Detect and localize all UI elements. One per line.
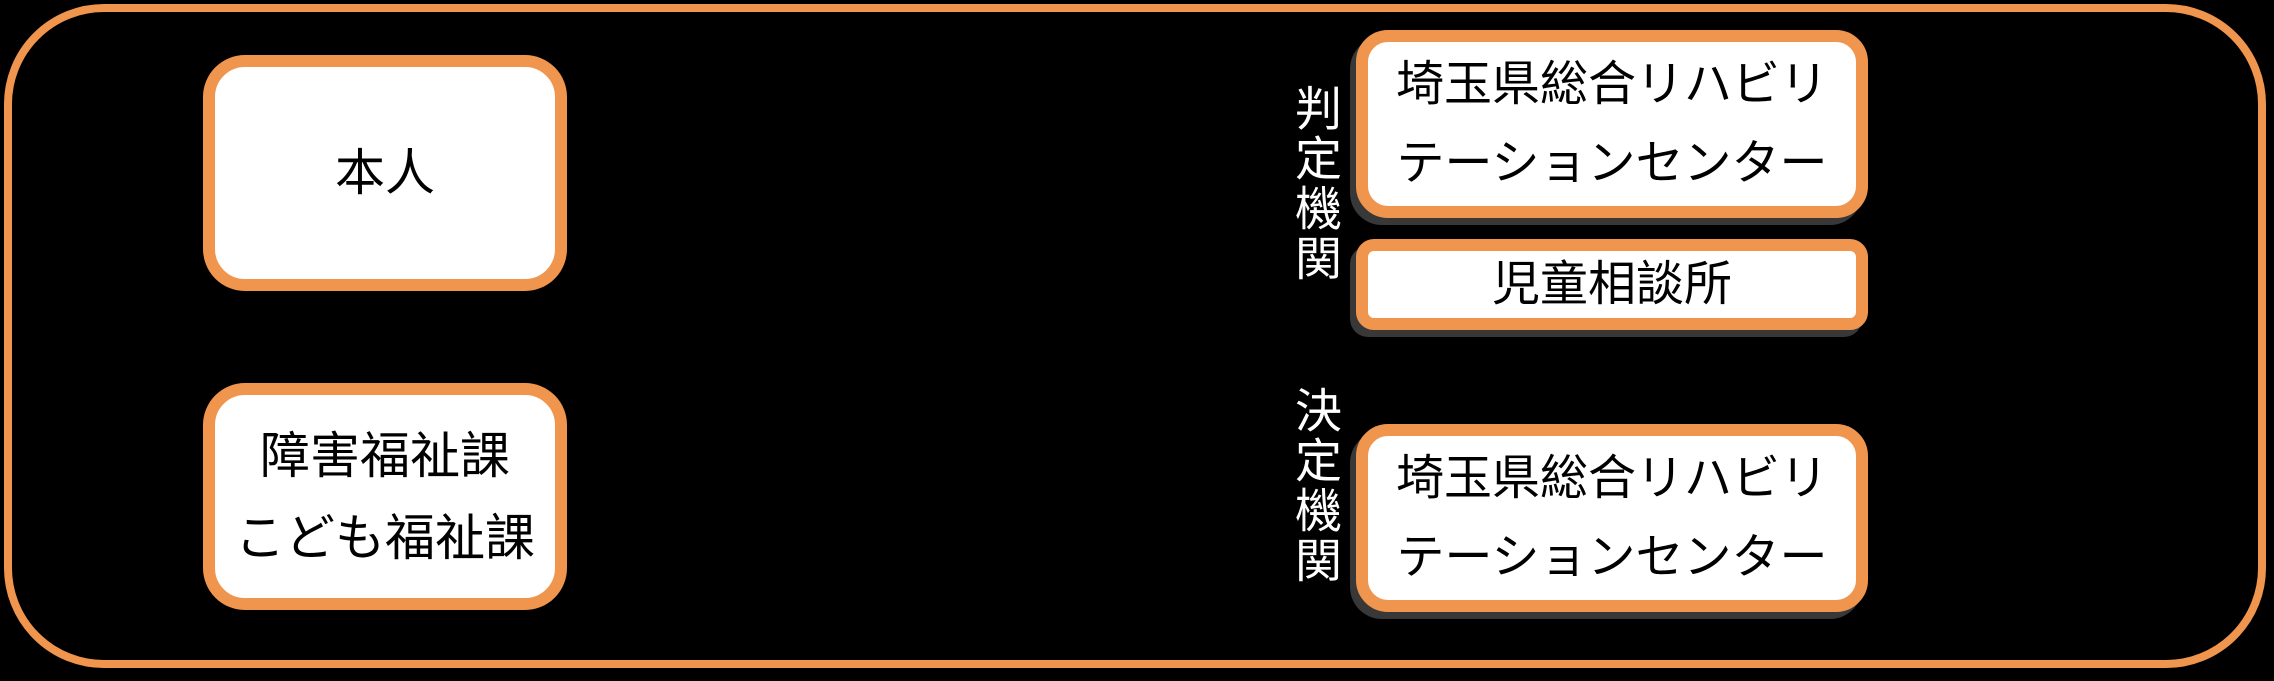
decision-agency-label: 決定機関 (1288, 386, 1341, 586)
assessment-agency-label: 判定機関 (1288, 84, 1341, 284)
welfare-divisions-line-1: 障害福祉課 (260, 427, 510, 484)
rehab-center-assessment-line-1: 埼玉県総合リハビリ (1395, 57, 1828, 111)
rehab-center-box-decision: 埼玉県総合リハビリ テーションセンター (1356, 424, 1868, 612)
rehab-center-box-assessment: 埼玉県総合リハビリ テーションセンター (1356, 30, 1868, 218)
outer-frame (4, 4, 2266, 668)
welfare-divisions-box: 障害福祉課 こども福祉課 (203, 383, 567, 610)
welfare-divisions-line-2: こども福祉課 (235, 509, 535, 566)
child-consultation-box: 児童相談所 (1356, 239, 1868, 330)
rehab-center-assessment-line-2: テーションセンター (1396, 136, 1828, 190)
person-box: 本人 (203, 55, 567, 291)
child-consultation-label: 児童相談所 (1491, 257, 1732, 311)
rehab-center-decision-line-1: 埼玉県総合リハビリ (1395, 451, 1828, 505)
rehab-center-decision-line-2: テーションセンター (1396, 530, 1828, 584)
person-box-label: 本人 (335, 145, 435, 201)
